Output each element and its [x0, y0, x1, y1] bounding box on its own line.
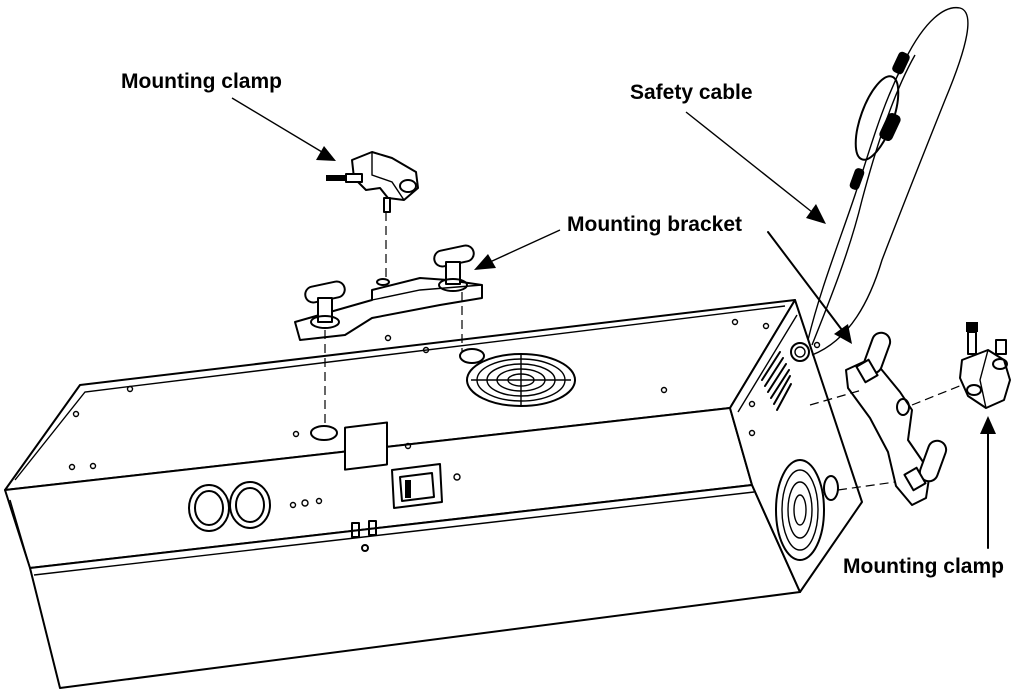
side-vents — [761, 351, 792, 411]
leader-arrows — [231, 97, 996, 549]
fixture-body — [4, 299, 863, 689]
side-fan-grill — [775, 459, 825, 561]
top-fan-grill — [466, 353, 576, 407]
label-safety-cable: Safety cable — [630, 81, 753, 104]
side-mounting-bracket — [845, 331, 948, 506]
label-mounting-clamp-top: Mounting clamp — [121, 70, 282, 93]
label-mounting-bracket: Mounting bracket — [567, 213, 743, 236]
safety-cable — [807, 6, 969, 356]
power-outlet — [344, 421, 388, 552]
label-mounting-clamp-right: Mounting clamp — [843, 555, 1004, 578]
top-mounting-clamp — [326, 151, 419, 213]
side-mounting-clamp — [959, 322, 1011, 409]
alignment-guides — [324, 212, 963, 491]
power-switch — [391, 463, 461, 509]
top-mounting-bracket — [294, 244, 483, 341]
xlr-connectors — [188, 481, 271, 532]
